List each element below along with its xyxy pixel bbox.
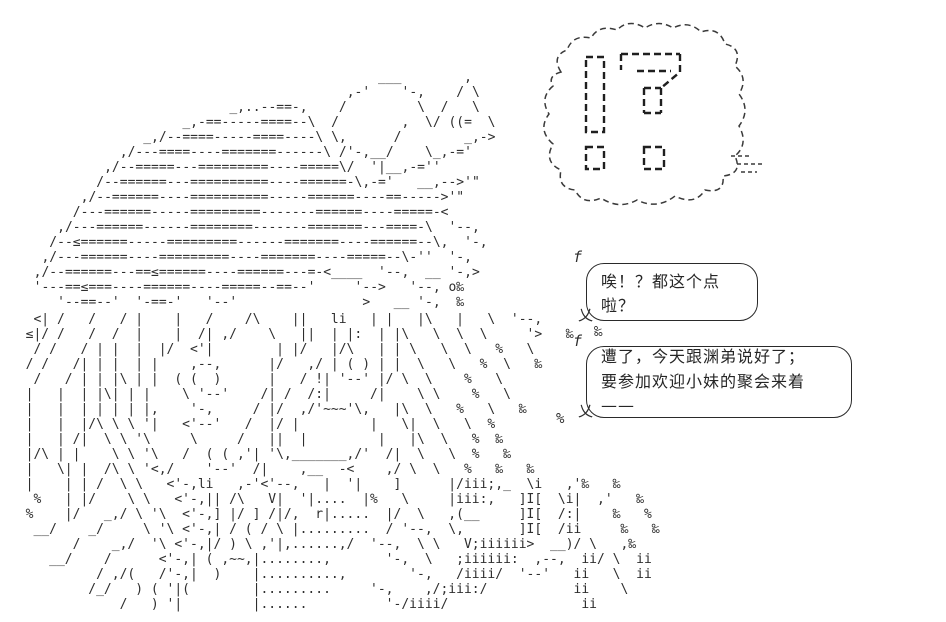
ascii-body-art: <| / / / | | / /\ || li | | |\ | \ '--, … xyxy=(25,312,660,612)
spiky-cloud-icon xyxy=(543,22,763,206)
bubble1-tail-top: f xyxy=(573,248,583,266)
cloud-tail xyxy=(731,155,763,173)
bubble2-line2: 要参加欢迎小妹的聚会来着—— xyxy=(601,371,806,416)
exclamation-bubble xyxy=(533,14,773,224)
bubble2-tail-top: f xyxy=(573,332,583,350)
bubble1-text: 唉！？都这个点啦？ xyxy=(601,272,721,315)
exclamation-glyph xyxy=(584,55,606,171)
bubble1-tail-bottom: 乂 xyxy=(578,306,594,324)
bubble2-mark-left: % xyxy=(556,411,565,427)
bubble2-tail-bottom: 乂 xyxy=(578,402,594,420)
speech-bubble-1: 唉！？都这个点啦？ xyxy=(586,263,758,321)
speech-bubble-2: 遭了，今天跟渊弟说好了； 要参加欢迎小妹的聚会来着—— xyxy=(586,346,852,418)
cloud-outline xyxy=(543,22,746,206)
question-glyph xyxy=(619,52,682,171)
bubble2-line1: 遭了，今天跟渊弟说好了； xyxy=(601,346,806,366)
ascii-hat-art: ___ , ,-' '-, / \ _,..--==-, / \ / \ _,-… xyxy=(33,70,496,310)
bubble1-mark-below: ‰ xyxy=(594,324,603,340)
